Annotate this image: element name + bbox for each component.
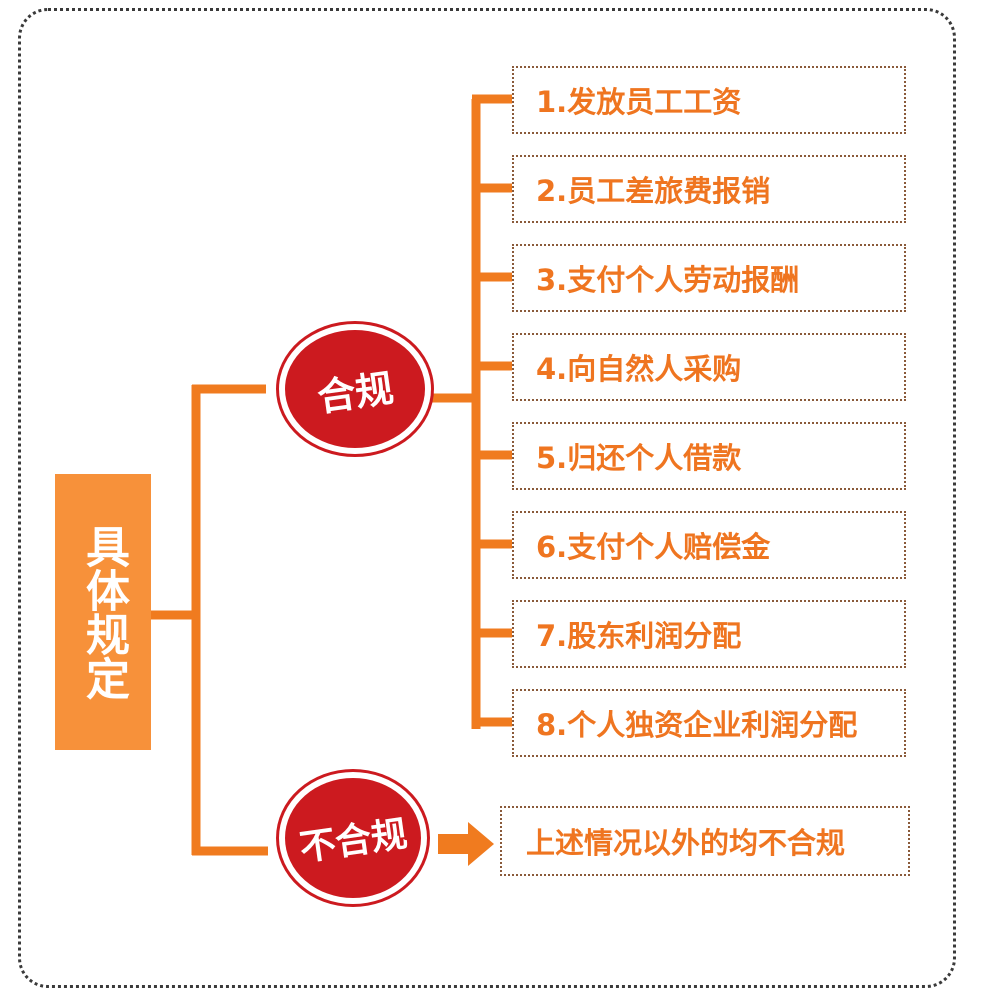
- root-label: 具体规定: [78, 524, 129, 700]
- compliant-item-label: 3.支付个人劳动报酬: [536, 263, 800, 297]
- compliant-seal: 合规: [285, 330, 425, 448]
- compliant-item: 3.支付个人劳动报酬: [512, 244, 906, 312]
- compliant-item: 1.发放员工工资: [512, 66, 906, 134]
- diagram-frame: [18, 8, 956, 988]
- compliant-item-label: 7.股东利润分配: [536, 619, 742, 653]
- noncompliant-label: 不合规: [297, 813, 410, 870]
- compliant-item-label: 6.支付个人赔偿金: [536, 530, 771, 564]
- compliant-item: 6.支付个人赔偿金: [512, 511, 906, 579]
- root-node: 具体规定: [55, 474, 151, 750]
- compliant-item: 7.股东利润分配: [512, 600, 906, 668]
- arrow-right-icon: [438, 822, 494, 866]
- compliant-item-label: 8.个人独资企业利润分配: [536, 708, 858, 742]
- compliant-item: 5.归还个人借款: [512, 422, 906, 490]
- noncompliant-result: 上述情况以外的均不合规: [500, 806, 910, 876]
- compliant-item: 4.向自然人采购: [512, 333, 906, 401]
- compliant-item: 8.个人独资企业利润分配: [512, 689, 906, 757]
- compliant-item-label: 1.发放员工工资: [536, 85, 742, 119]
- compliant-label: 合规: [314, 365, 397, 420]
- compliant-item: 2.员工差旅费报销: [512, 155, 906, 223]
- compliant-item-label: 5.归还个人借款: [536, 441, 742, 475]
- compliant-item-label: 4.向自然人采购: [536, 352, 742, 386]
- compliant-item-label: 2.员工差旅费报销: [536, 174, 771, 208]
- noncompliant-result-label: 上述情况以外的均不合规: [526, 826, 846, 860]
- noncompliant-seal: 不合规: [285, 778, 421, 898]
